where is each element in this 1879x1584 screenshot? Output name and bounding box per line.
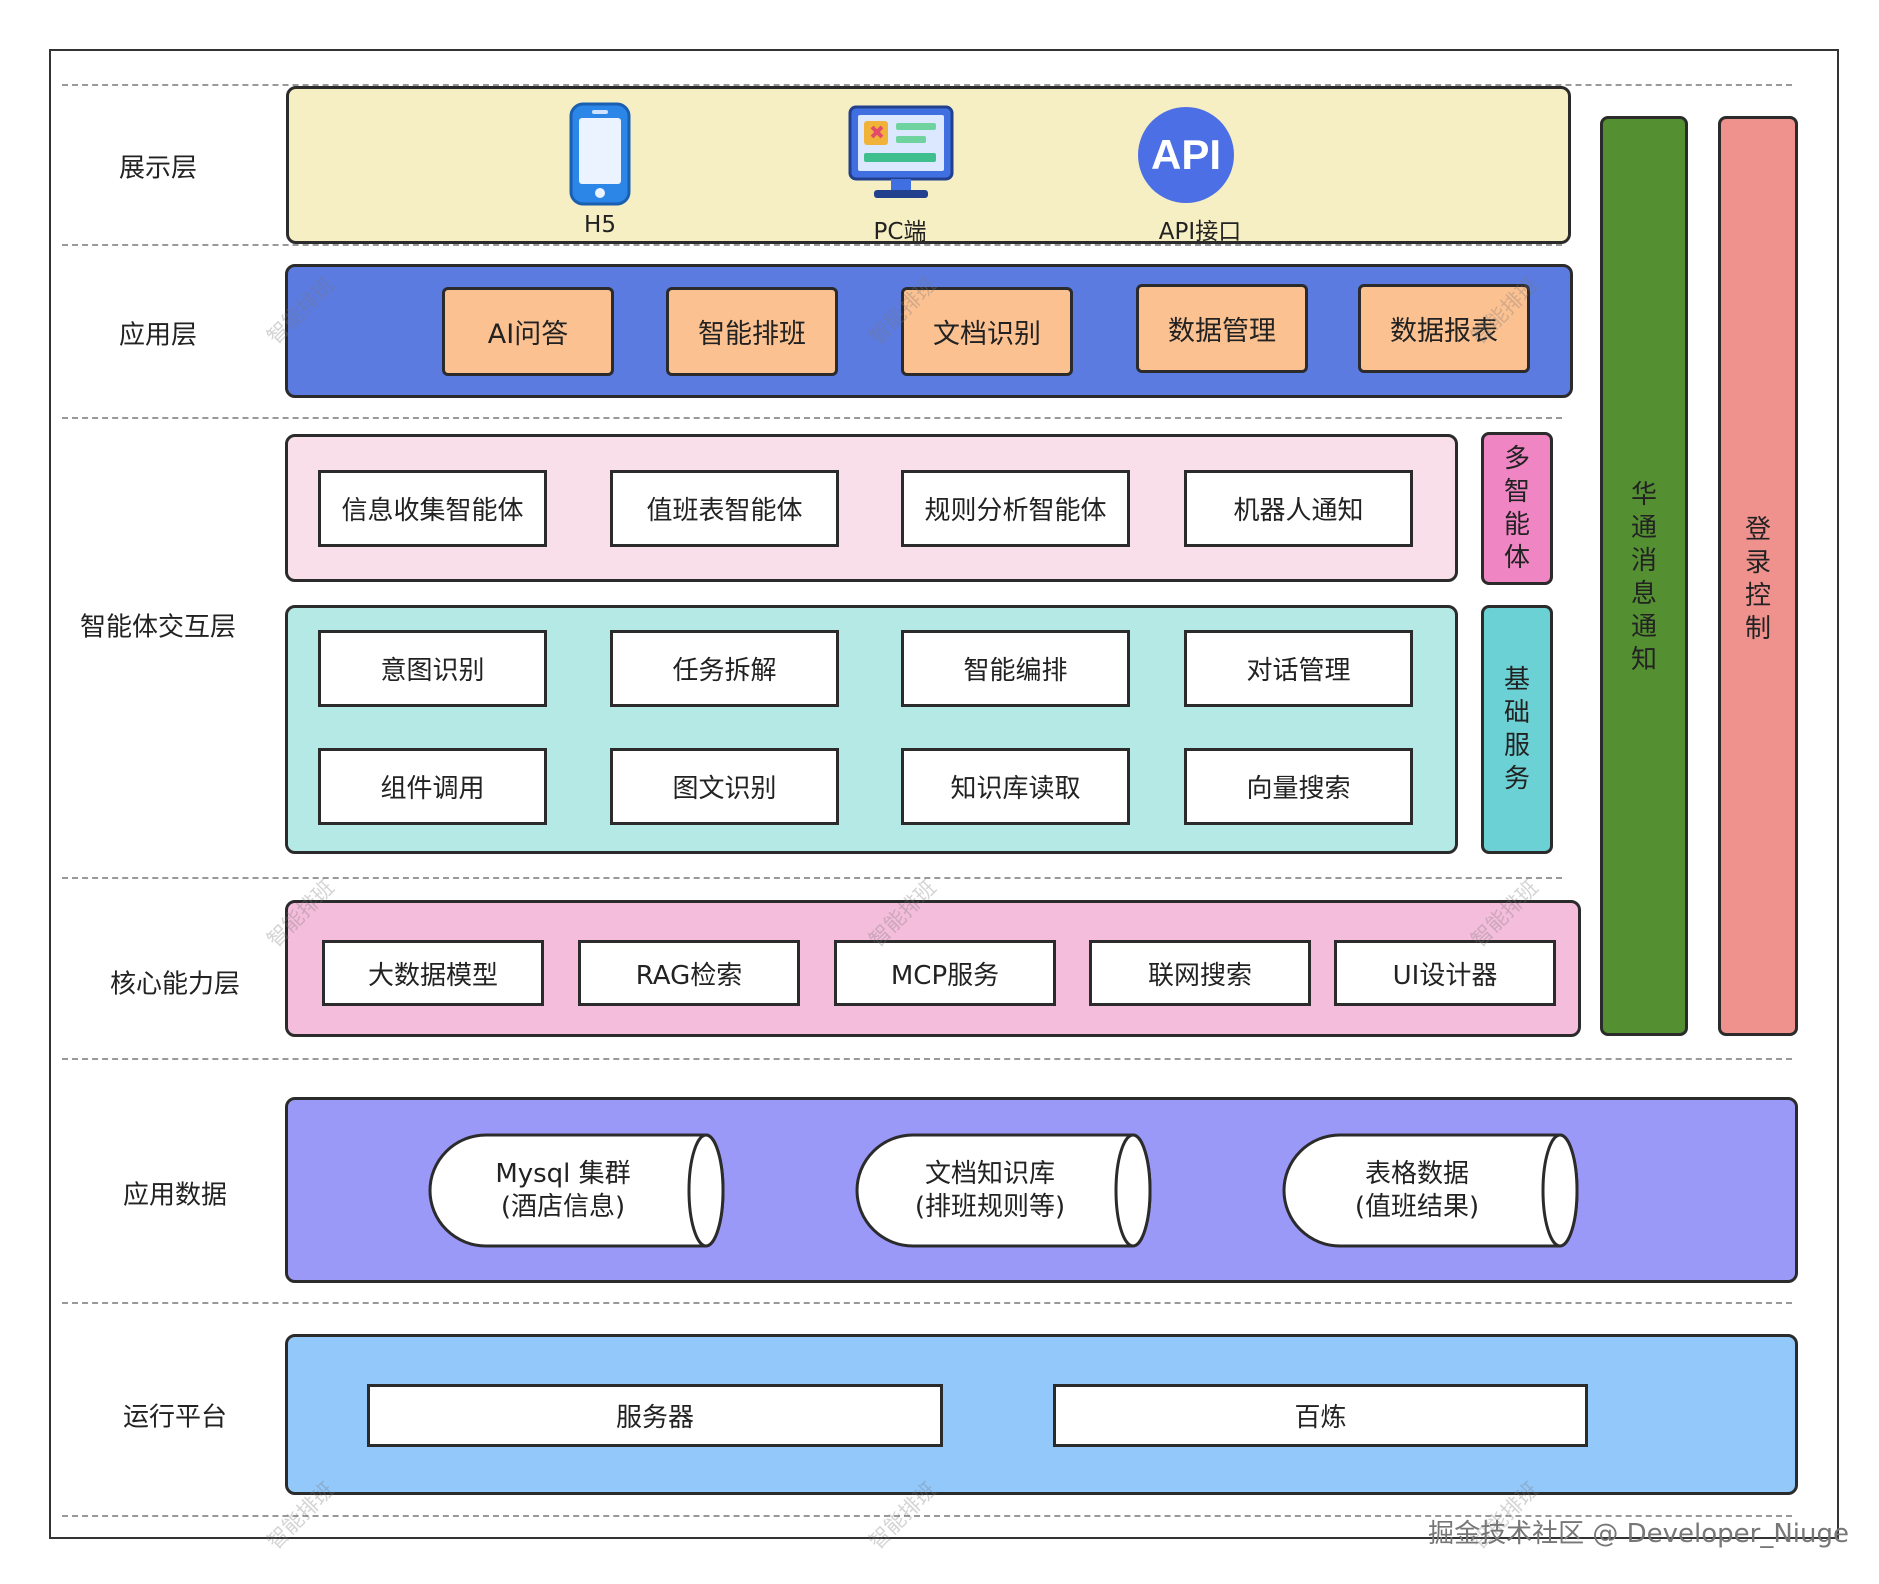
side-char: 基 <box>1503 664 1530 695</box>
layer-label-application: 应用层 <box>118 320 198 351</box>
layer-label-presentation: 展示层 <box>118 153 198 184</box>
side-char: 通 <box>1630 612 1657 642</box>
service-vector-search: 向量搜索 <box>1184 748 1413 825</box>
database-name: Mysql 集群 <box>495 1158 631 1189</box>
presentation-item-h5: H5 <box>584 212 616 238</box>
login-control-sidebar: 登 录 控 制 <box>1718 116 1798 1036</box>
notification-sidebar: 华 通 消 息 通 知 <box>1600 116 1688 1036</box>
platform-bailian: 百炼 <box>1053 1384 1588 1447</box>
layer-label-platform: 运行平台 <box>122 1402 228 1433</box>
core-mcp-service: MCP服务 <box>834 940 1056 1006</box>
separator <box>62 244 1562 246</box>
side-char: 能 <box>1503 509 1530 540</box>
database-document-kb-cylinder: 文档知识库 (排班规则等) <box>855 1133 1153 1248</box>
database-description: (值班结果) <box>1354 1191 1480 1222</box>
app-ai-qa-button[interactable]: AI问答 <box>442 287 614 376</box>
side-char: 体 <box>1503 542 1530 573</box>
mobile-phone-icon <box>568 101 632 207</box>
service-dialog-management: 对话管理 <box>1184 630 1413 707</box>
database-name: 表格数据 <box>1364 1158 1469 1189</box>
presentation-item-pc: PC端 <box>873 219 927 245</box>
svg-text:API: API <box>1151 131 1221 178</box>
side-char: 华 <box>1630 480 1657 510</box>
core-ui-designer: UI设计器 <box>1334 940 1556 1006</box>
app-document-recognition-button[interactable]: 文档识别 <box>901 287 1073 376</box>
separator <box>62 417 1562 419</box>
basic-services-side-label: 基 础 服 务 <box>1481 605 1553 854</box>
service-image-text-recognition: 图文识别 <box>610 748 839 825</box>
database-mysql-cylinder: Mysql 集群 (酒店信息) <box>428 1133 726 1248</box>
agent-rule-analysis: 规则分析智能体 <box>901 470 1130 547</box>
agent-robot-notification: 机器人通知 <box>1184 470 1413 547</box>
side-char: 录 <box>1744 548 1771 578</box>
side-char: 多 <box>1503 443 1530 474</box>
service-task-decomposition: 任务拆解 <box>610 630 839 707</box>
presentation-item-api: API接口 <box>1158 219 1242 245</box>
side-char: 通 <box>1630 513 1657 543</box>
app-data-management-button[interactable]: 数据管理 <box>1136 284 1308 373</box>
database-description: (酒店信息) <box>500 1191 626 1222</box>
service-component-invocation: 组件调用 <box>318 748 547 825</box>
side-char: 制 <box>1744 614 1771 644</box>
platform-server: 服务器 <box>367 1384 943 1447</box>
separator <box>62 1058 1792 1060</box>
core-big-data-model: 大数据模型 <box>322 940 544 1006</box>
service-knowledge-base-read: 知识库读取 <box>901 748 1130 825</box>
side-char: 知 <box>1630 645 1657 675</box>
layer-label-core: 核心能力层 <box>109 969 241 1000</box>
api-badge-icon: API <box>1136 105 1236 205</box>
database-description: (排班规则等) <box>914 1191 1066 1222</box>
source-credit: 掘金技术社区 @ Developer_Niuge <box>1428 1519 1849 1549</box>
separator <box>62 84 1792 86</box>
side-char: 消 <box>1630 546 1657 576</box>
side-char: 控 <box>1744 581 1771 611</box>
separator <box>62 1302 1792 1304</box>
side-char: 服 <box>1503 730 1530 761</box>
side-char: 务 <box>1503 763 1530 794</box>
app-data-report-button[interactable]: 数据报表 <box>1358 284 1530 373</box>
separator <box>62 1515 1792 1517</box>
layer-label-agent-interaction: 智能体交互层 <box>79 612 237 643</box>
core-rag-retrieval: RAG检索 <box>578 940 800 1006</box>
multi-agent-side-label: 多 智 能 体 <box>1481 432 1553 585</box>
side-char: 础 <box>1503 697 1530 728</box>
desktop-monitor-icon <box>846 101 956 203</box>
diagram-frame <box>49 49 1839 1539</box>
app-smart-scheduling-button[interactable]: 智能排班 <box>666 287 838 376</box>
agent-duty-roster: 值班表智能体 <box>610 470 839 547</box>
database-name: 文档知识库 <box>924 1158 1055 1189</box>
separator <box>62 877 1562 879</box>
side-char: 登 <box>1744 515 1771 545</box>
service-smart-orchestration: 智能编排 <box>901 630 1130 707</box>
database-table-data-cylinder: 表格数据 (值班结果) <box>1282 1133 1580 1248</box>
agent-info-collection: 信息收集智能体 <box>318 470 547 547</box>
core-web-search: 联网搜索 <box>1089 940 1311 1006</box>
service-intent-recognition: 意图识别 <box>318 630 547 707</box>
side-char: 息 <box>1630 579 1657 609</box>
side-char: 智 <box>1503 476 1530 507</box>
layer-label-data: 应用数据 <box>122 1180 228 1211</box>
